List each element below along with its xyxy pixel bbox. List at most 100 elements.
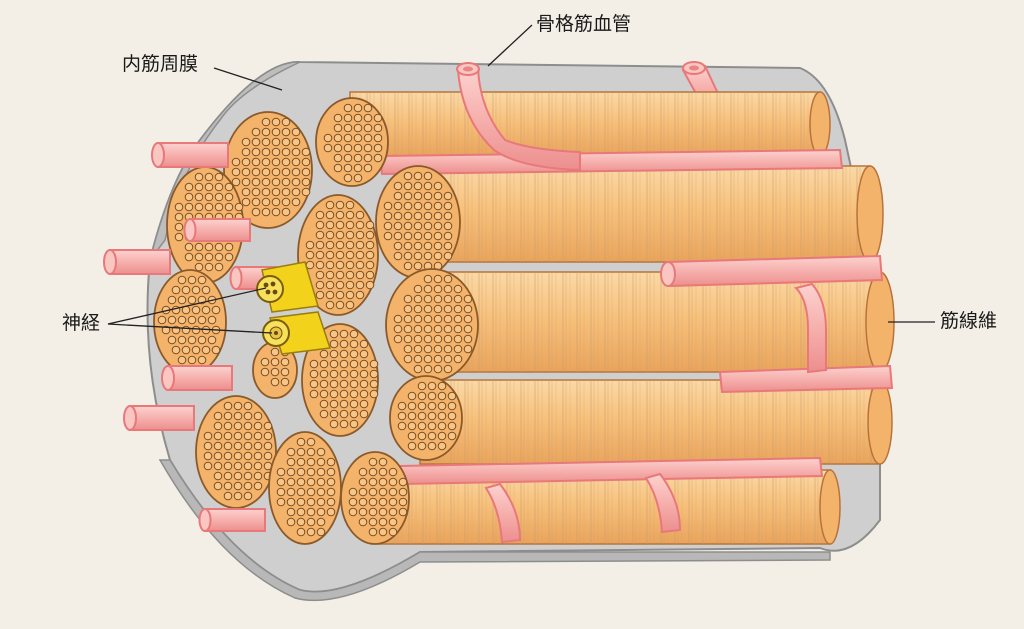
myofibril-dot	[443, 364, 453, 374]
myofibril-dot	[343, 143, 353, 153]
myofibril-dot	[413, 231, 423, 241]
myofibril-dot	[407, 411, 417, 421]
myofibril-dot	[241, 137, 251, 147]
myofibril-dot	[309, 389, 319, 399]
myofibril-dot	[423, 181, 433, 191]
myofibril-dot	[339, 409, 349, 419]
myofibril-dot	[413, 261, 423, 271]
myofibril-dot	[281, 117, 291, 127]
myofibril-dot	[231, 167, 241, 177]
myofibril-dot	[343, 123, 353, 133]
myofibril-dot	[393, 201, 403, 211]
myofibril-dot	[413, 354, 423, 364]
myofibril-dot	[281, 127, 291, 137]
myofibril-dot	[326, 477, 336, 487]
myofibril-dot	[403, 314, 413, 324]
myofibril-dot	[187, 315, 197, 325]
myofibril-dot	[355, 220, 365, 230]
myofibril-dot	[161, 325, 171, 335]
myofibril-dot	[187, 355, 197, 365]
myofibril-dot	[403, 171, 413, 181]
myofibril-dot	[393, 314, 403, 324]
vessel-opening	[151, 142, 165, 168]
myofibril-dot	[213, 441, 223, 451]
myofibril-dot	[325, 270, 335, 280]
myofibril-dot	[241, 177, 251, 187]
myofibril-dot	[443, 314, 453, 324]
myofibril-dot	[423, 201, 433, 211]
myofibril-dot	[184, 202, 194, 212]
myofibril-dot	[383, 231, 393, 241]
myofibril-dot	[251, 147, 261, 157]
myofibril-dot	[359, 409, 369, 419]
myofibril-dot	[177, 355, 187, 365]
myofibril-dot	[280, 367, 290, 377]
myofibril-dot	[306, 507, 316, 517]
myofibril-dot	[453, 354, 463, 364]
myofibril-dot	[309, 359, 319, 369]
myofibril-dot	[306, 457, 316, 467]
myofibril-dot	[453, 284, 463, 294]
myofibril-dot	[345, 300, 355, 310]
myofibril-dot	[333, 153, 343, 163]
myofibril-dot	[204, 172, 214, 182]
myofibril-dot	[403, 344, 413, 354]
myofibril-dot	[413, 171, 423, 181]
myofibril-dot	[378, 517, 388, 527]
myofibril-dot	[378, 527, 388, 537]
myofibril-dot	[271, 127, 281, 137]
myofibril-dot	[365, 240, 375, 250]
myofibril-dot	[393, 191, 403, 201]
myofibril-dot	[174, 212, 184, 222]
myofibril-dot	[197, 315, 207, 325]
myofibril-dot	[315, 240, 325, 250]
myofibril-dot	[378, 467, 388, 477]
myofibril-dot	[233, 491, 243, 501]
myofibril-dot	[388, 527, 398, 537]
myofibril-dot	[433, 191, 443, 201]
myofibril-dot	[281, 177, 291, 187]
myofibril-dot	[335, 250, 345, 260]
myofibril-dot	[211, 305, 221, 315]
myofibril-dot	[253, 441, 263, 451]
myofibril-dot	[223, 441, 233, 451]
myofibril-dot	[363, 163, 373, 173]
myofibril-dot	[213, 431, 223, 441]
myofibril-dot	[358, 497, 368, 507]
myofibril-dot	[251, 207, 261, 217]
myofibril-dot	[276, 497, 286, 507]
myofibril-dot	[433, 221, 443, 231]
myofibril-dot	[253, 421, 263, 431]
myofibril-dot	[413, 334, 423, 344]
vessel-opening	[161, 365, 175, 391]
myofibril-dot	[433, 284, 443, 294]
myofibril-dot	[251, 127, 261, 137]
myofibril-dot	[423, 334, 433, 344]
myofibril-dot	[388, 497, 398, 507]
myofibril-dot	[427, 441, 437, 451]
myofibril-dot	[413, 364, 423, 374]
myofibril-dot	[197, 335, 207, 345]
myofibril-dot	[323, 143, 333, 153]
myofibril-dot	[413, 201, 423, 211]
myofibril-dot	[349, 399, 359, 409]
myofibril-dot	[214, 182, 224, 192]
label-endomysium: 内筋周膜	[122, 53, 199, 75]
myofibril-dot	[194, 192, 204, 202]
myofibril-dot	[463, 344, 473, 354]
myofibril-dot	[251, 177, 261, 187]
myofibril-dot	[306, 517, 316, 527]
myofibril-dot	[463, 294, 473, 304]
fiber-row-4	[419, 379, 893, 465]
myofibril-dot	[368, 467, 378, 477]
myofibril-dot	[343, 153, 353, 163]
myofibril-dot	[345, 220, 355, 230]
myofibril-dot	[325, 230, 335, 240]
myofibril-dot	[447, 401, 457, 411]
myofibril-dot	[368, 477, 378, 487]
myofibril-dot	[355, 280, 365, 290]
myofibril-dot	[447, 421, 457, 431]
myofibril-dot	[263, 421, 273, 431]
myofibril-dot	[463, 304, 473, 314]
myofibril-dot	[359, 369, 369, 379]
